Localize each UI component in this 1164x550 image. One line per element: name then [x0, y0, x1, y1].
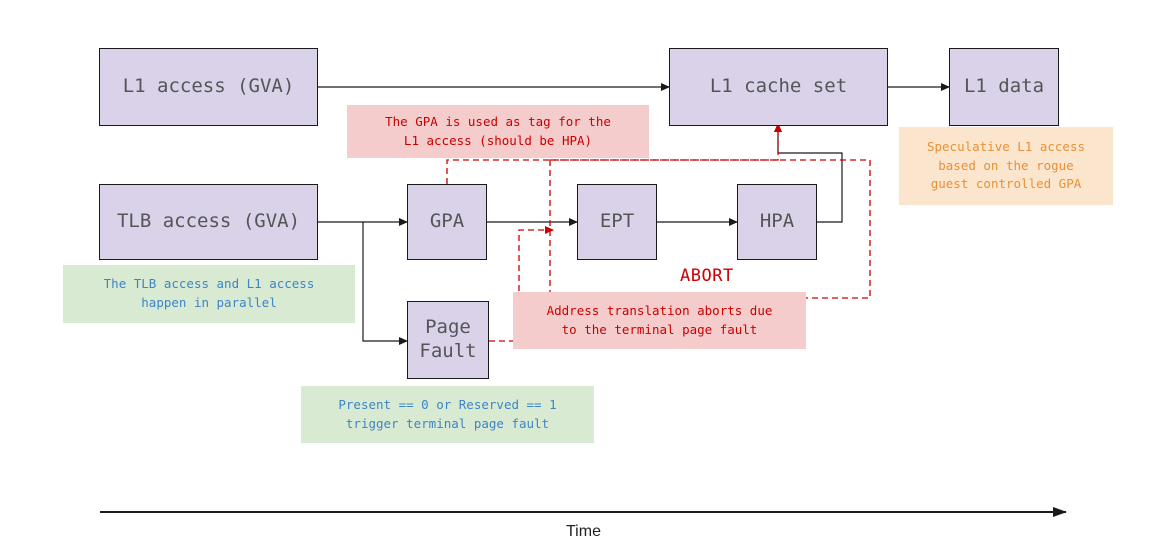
abort-region — [549, 159, 871, 299]
gpa-box: GPA — [407, 184, 487, 260]
ept-box: EPT — [577, 184, 657, 260]
l1-cache-set-box: L1 cache set — [669, 48, 888, 126]
time-axis-label: Time — [566, 523, 601, 540]
page-fault-box: Page Fault — [407, 301, 489, 379]
dashed-gpa-tag-link — [446, 123, 782, 184]
arrow-tlb-to-page-fault — [362, 222, 408, 345]
parallel-access-note: The TLB access and L1 access happen in p… — [63, 265, 355, 323]
gpa-tag-note: The GPA is used as tag for the L1 access… — [347, 105, 649, 158]
hpa-box: HPA — [737, 184, 817, 260]
tlb-access-box: TLB access (GVA) — [99, 184, 318, 260]
translation-abort-note: Address translation aborts due to the te… — [513, 292, 806, 349]
l1-data-box: L1 data — [949, 48, 1059, 126]
present-reserved-note: Present == 0 or Reserved == 1 trigger te… — [301, 386, 594, 443]
speculative-access-note: Speculative L1 access based on the rogue… — [899, 127, 1113, 205]
dashed-page-fault-abort — [489, 226, 554, 342]
l1-access-box: L1 access (GVA) — [99, 48, 318, 126]
abort-label: ABORT — [680, 266, 734, 286]
